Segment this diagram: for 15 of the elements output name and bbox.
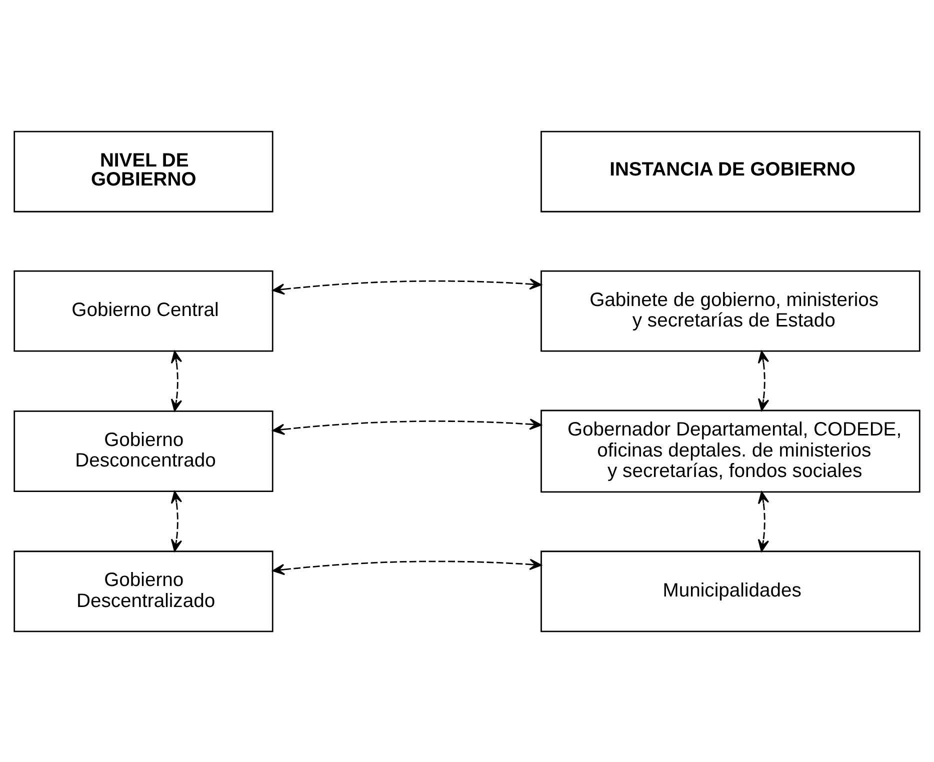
arrow [272, 558, 542, 575]
arrow [758, 350, 770, 410]
arrow [170, 350, 182, 411]
node-box: Gobierno Desconcentrado [14, 410, 274, 492]
arrow [272, 278, 542, 294]
arrow [272, 418, 542, 434]
arrow [758, 490, 770, 552]
node-box: Gobernador Departamental, CODEDE, oficinas deptales. de ministerios y secretarías, fondos sociales [540, 409, 920, 492]
node-box: Gabinete de gobierno, ministerios y secretarías de Estado [540, 270, 920, 352]
node-box: Gobierno Descentralizado [14, 550, 274, 632]
node-box: INSTANCIA DE GOBIERNO [540, 130, 920, 212]
node-box: NIVEL DE GOBIERNO [14, 130, 274, 212]
arrow [170, 490, 182, 552]
node-box: Gobierno Central [14, 270, 274, 352]
node-box: Municipalidades [540, 550, 920, 632]
